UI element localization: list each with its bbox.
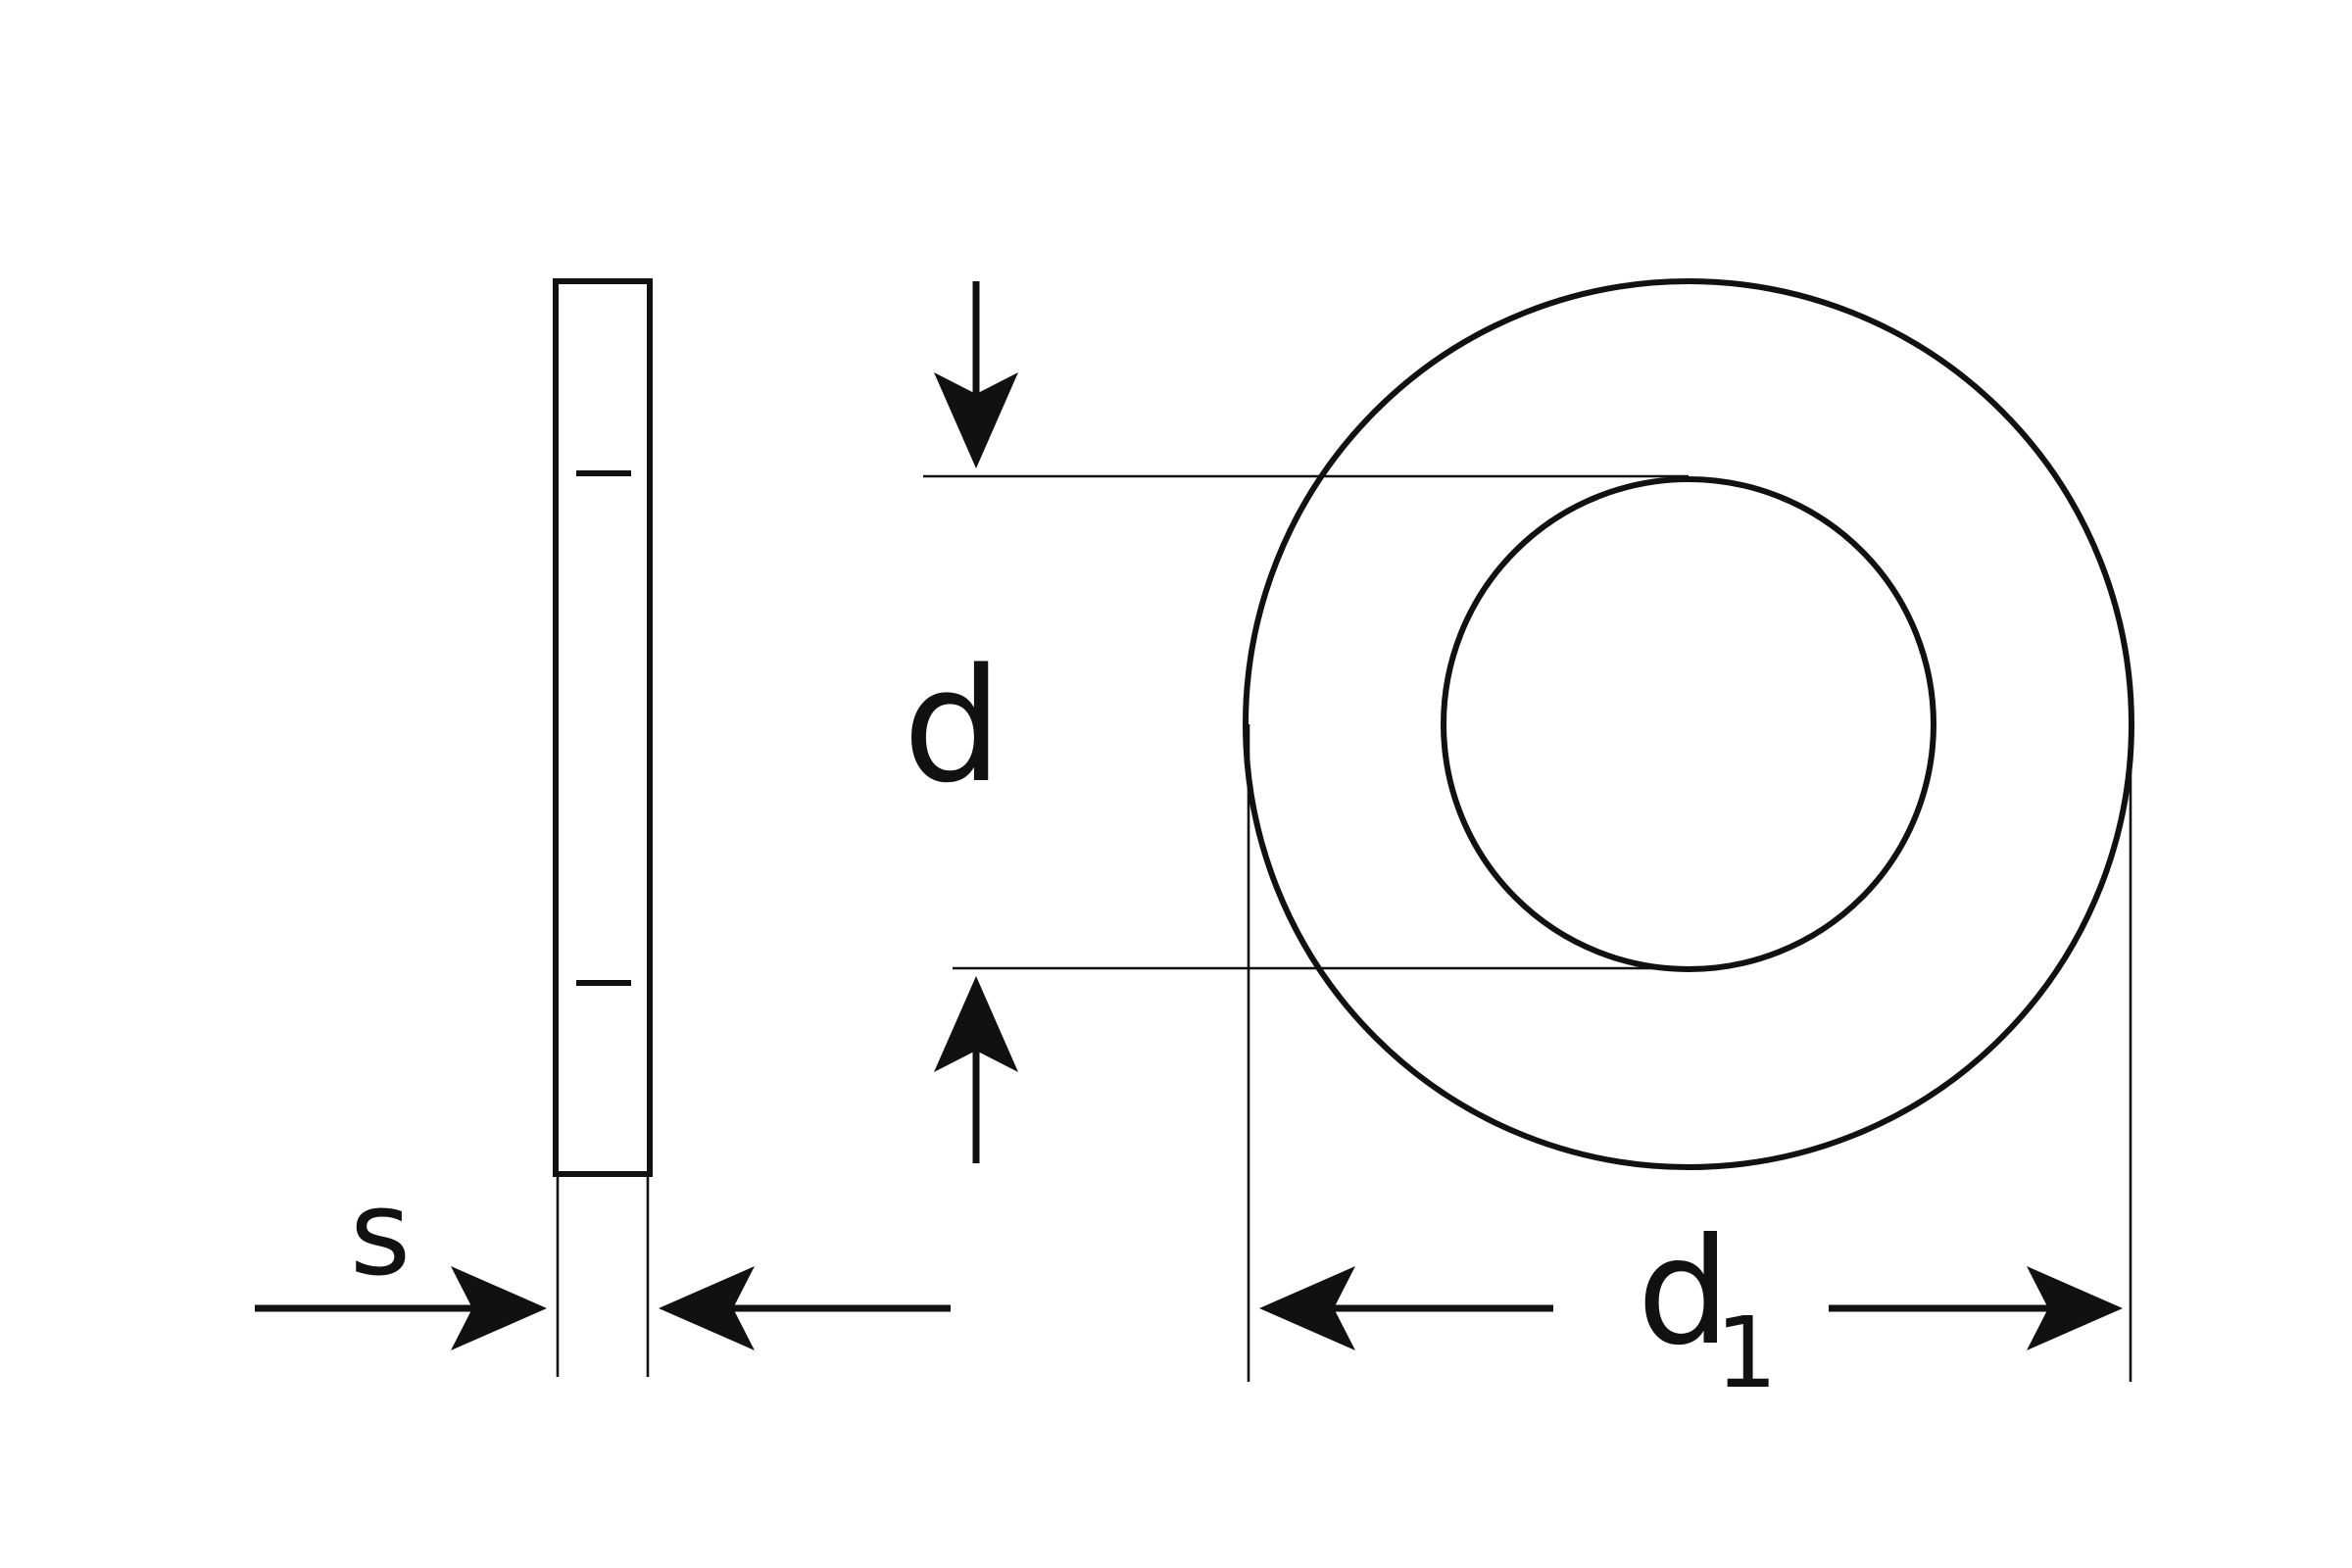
washer-inner-circle <box>1441 476 1936 972</box>
arrow-head-left-icon <box>659 1266 755 1350</box>
washer-outer-circle <box>1243 278 2134 1170</box>
outer-diameter-subscript: 1 <box>1715 1296 1778 1410</box>
thickness-dimension: s <box>255 1166 951 1377</box>
washer-front-view <box>1243 278 2134 1170</box>
inner-diameter-label: d <box>903 634 1003 817</box>
arrow-head-right-icon <box>451 1266 547 1350</box>
thickness-label: s <box>350 1166 412 1302</box>
arrow-head-left-outer-icon <box>1259 1266 1355 1350</box>
arrow-head-right-outer-icon <box>2027 1266 2123 1350</box>
washer-side-profile <box>553 278 653 1177</box>
outer-diameter-dimension: d 1 <box>1247 724 2132 1410</box>
arrow-head-down-icon <box>934 372 1018 468</box>
washer-side-view <box>553 278 653 1177</box>
outer-diameter-label: d <box>1637 1207 1730 1378</box>
inner-diameter-dimension: d <box>903 281 1689 1163</box>
arrow-head-up-icon <box>934 976 1018 1072</box>
